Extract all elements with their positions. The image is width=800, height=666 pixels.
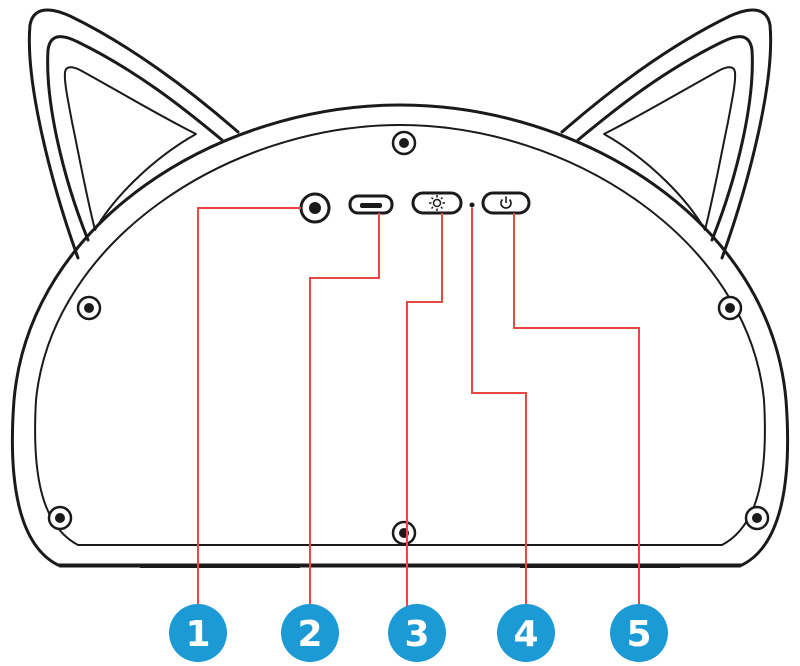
- right-cat-ear: [560, 8, 773, 260]
- screws: [47, 130, 770, 546]
- audio-jack-port: [299, 192, 331, 224]
- micro-usb-port: [348, 194, 394, 215]
- callout-badges: 1 2 3 4 5: [169, 604, 668, 662]
- sun-icon: [429, 195, 445, 211]
- screw-right-lower: [744, 505, 770, 531]
- leader-line-3: [406, 213, 443, 628]
- callout-badge-3: 3: [388, 604, 446, 662]
- leader-line-4: [471, 208, 527, 628]
- leader-line-1: [197, 207, 301, 628]
- light-toggle-switch: [411, 191, 463, 215]
- callout-badge-5: 5: [610, 604, 668, 662]
- screw-top: [391, 130, 417, 156]
- power-icon: [500, 196, 512, 209]
- screw-left-upper: [76, 295, 102, 321]
- screw-left-lower: [47, 505, 73, 531]
- callout-badge-4: 4: [497, 604, 555, 662]
- indicator-led: [469, 202, 475, 208]
- callout-number: 5: [626, 614, 651, 655]
- device-body: [10, 103, 790, 568]
- power-switch: [481, 191, 531, 215]
- leader-line-2: [309, 213, 380, 628]
- callout-number: 1: [185, 614, 210, 655]
- left-cat-ear: [27, 8, 240, 260]
- screw-bottom-center: [391, 520, 417, 546]
- callout-badge-1: 1: [169, 604, 227, 662]
- callout-badge-2: 2: [281, 604, 339, 662]
- leader-line-5: [513, 213, 640, 628]
- callout-number: 4: [513, 614, 538, 655]
- callout-number: 2: [297, 614, 322, 655]
- leader-lines: [197, 207, 640, 628]
- callout-number: 3: [404, 614, 429, 655]
- screw-right-upper: [717, 295, 743, 321]
